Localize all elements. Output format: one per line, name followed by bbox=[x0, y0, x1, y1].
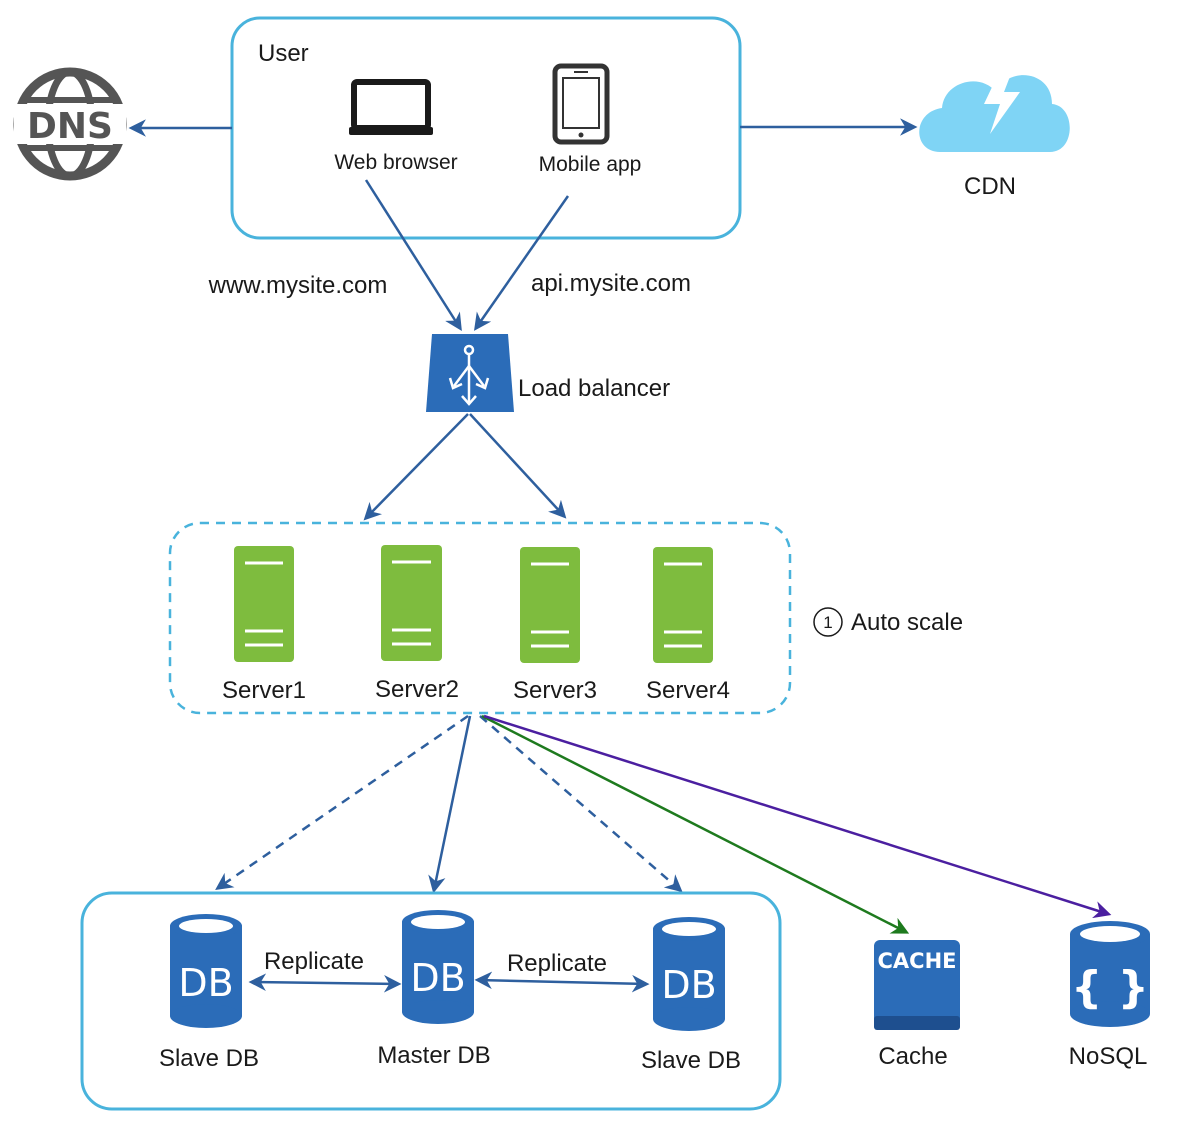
server-icon bbox=[653, 547, 713, 663]
load-balancer-label: Load balancer bbox=[518, 375, 670, 402]
nosql-label: NoSQL bbox=[1069, 1043, 1148, 1070]
nosql-icon-text: { } bbox=[1071, 962, 1149, 1013]
server-label: Server3 bbox=[513, 677, 597, 704]
route-api-label: api.mysite.com bbox=[531, 270, 691, 297]
cache-icon: CACHE bbox=[874, 940, 960, 1030]
database-icon: DB bbox=[653, 917, 725, 1031]
auto-scale-number-badge bbox=[813, 607, 843, 637]
mobile-app-label: Mobile app bbox=[539, 153, 642, 176]
laptop-icon bbox=[349, 79, 433, 135]
auto-scale-label: Auto scale bbox=[851, 609, 963, 636]
server-group-box bbox=[168, 521, 792, 715]
dns-globe-icon: DNS bbox=[13, 67, 127, 181]
server-icon bbox=[234, 546, 294, 662]
load-balancer-icon bbox=[426, 334, 514, 412]
cache-label: Cache bbox=[878, 1043, 947, 1070]
server-label: Server1 bbox=[222, 677, 306, 704]
arrow-lb-to-servers-left bbox=[363, 413, 469, 521]
slave-db-right-label: Slave DB bbox=[641, 1047, 741, 1074]
arrow-servers-to-master bbox=[428, 715, 472, 894]
cdn-label: CDN bbox=[964, 173, 1016, 200]
dns-icon-text: DNS bbox=[27, 106, 113, 147]
cache-icon-text: CACHE bbox=[878, 949, 957, 973]
mobile-phone-icon bbox=[552, 63, 610, 145]
nosql-database-icon: { } bbox=[1070, 921, 1150, 1027]
database-icon-text: DB bbox=[661, 963, 716, 1007]
arrow-servers-to-cache bbox=[481, 714, 910, 934]
server-label: Server2 bbox=[375, 676, 459, 703]
database-icon: DB bbox=[170, 914, 242, 1028]
arrow-lb-to-servers-right bbox=[469, 413, 567, 519]
replicate-left-label: Replicate bbox=[264, 948, 364, 975]
server-label: Server4 bbox=[646, 677, 730, 704]
replicate-right-label: Replicate bbox=[507, 950, 607, 977]
database-box bbox=[80, 891, 782, 1111]
user-box-title: User bbox=[258, 40, 309, 67]
auto-scale-number: 1 bbox=[823, 613, 832, 632]
route-web-label: www.mysite.com bbox=[208, 272, 388, 299]
arrow-web-to-lb bbox=[364, 179, 462, 331]
database-icon-text: DB bbox=[178, 961, 233, 1005]
replicate-arrow-right bbox=[474, 971, 650, 993]
arrow-servers-to-slave-right bbox=[479, 715, 683, 893]
replicate-arrow-left bbox=[248, 973, 402, 993]
server-icon bbox=[381, 545, 442, 661]
database-icon-text: DB bbox=[410, 956, 465, 1000]
master-db-label: Master DB bbox=[377, 1042, 490, 1069]
cdn-cloud-icon bbox=[919, 66, 1070, 152]
slave-db-left-label: Slave DB bbox=[159, 1045, 259, 1072]
arrow-api-to-lb bbox=[473, 195, 570, 331]
database-icon: DB bbox=[402, 910, 474, 1024]
arrow-servers-to-nosql bbox=[483, 714, 1112, 919]
server-icon bbox=[520, 547, 580, 663]
web-browser-label: Web browser bbox=[334, 151, 457, 174]
arrow-servers-to-slave-left bbox=[215, 714, 469, 890]
